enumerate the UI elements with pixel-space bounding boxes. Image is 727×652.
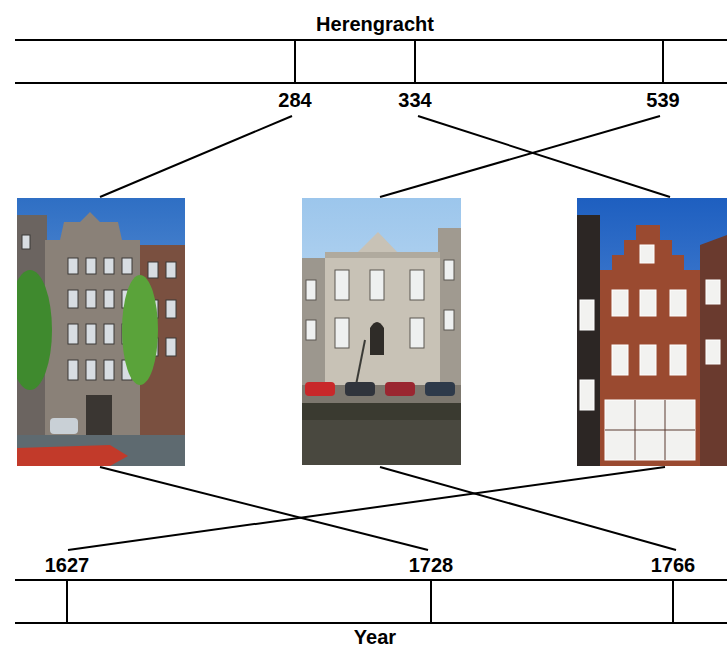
house-number: 334 bbox=[398, 89, 431, 111]
street-name: Herengracht bbox=[316, 13, 434, 35]
house-number: 284 bbox=[278, 89, 311, 111]
house-photo bbox=[302, 198, 461, 465]
house-photo bbox=[577, 198, 727, 466]
year-label: 1627 bbox=[45, 554, 90, 576]
house-photo bbox=[8, 198, 185, 466]
year-label: 1728 bbox=[409, 554, 454, 576]
house-number: 539 bbox=[646, 89, 679, 111]
street-band bbox=[15, 40, 727, 83]
axis-title: Year bbox=[354, 626, 396, 648]
year-band bbox=[15, 580, 727, 623]
leader-lines bbox=[68, 116, 676, 550]
year-label: 1766 bbox=[651, 554, 696, 576]
